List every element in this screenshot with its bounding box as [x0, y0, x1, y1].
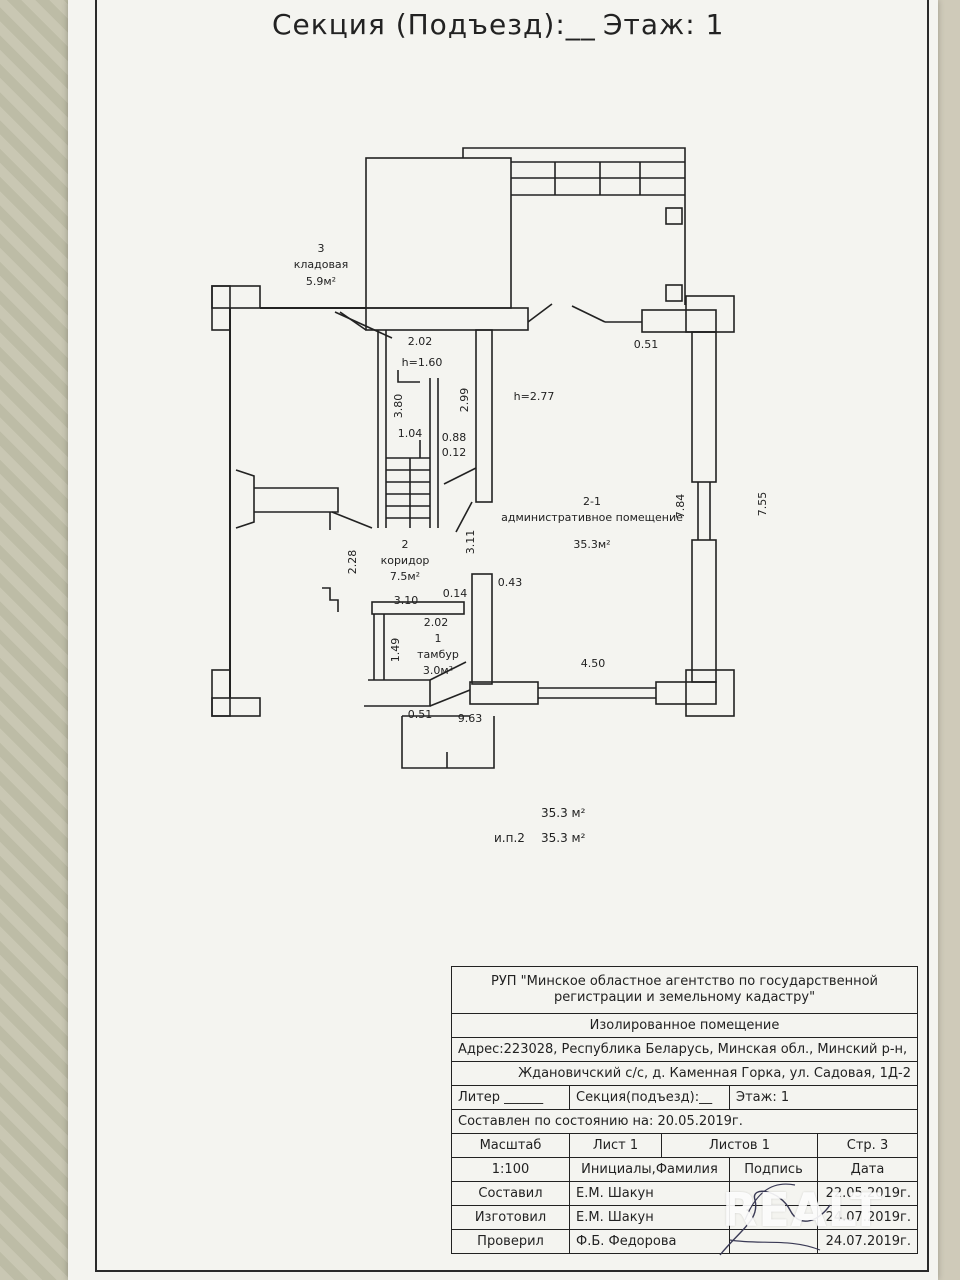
porch-outline-right	[462, 147, 686, 305]
dim-label: 0.43	[498, 576, 523, 589]
sheets-value: 1	[761, 1138, 770, 1153]
dim-label: 2.99	[458, 388, 471, 413]
dim-label: 2.02	[408, 335, 433, 348]
realt-watermark: REALT	[722, 1183, 883, 1237]
state-date: Составлен по состоянию на: 20.05.2019г.	[451, 1109, 918, 1134]
object-type: Изолированное помещение	[451, 1013, 918, 1038]
date-produced: 24.07.2019г.	[817, 1205, 918, 1230]
room-2-1-area: 35.3м²	[573, 538, 610, 551]
dim-label: 3.10	[394, 594, 419, 607]
dim-label: 9.63	[458, 712, 483, 725]
dim-label: 0.51	[408, 708, 433, 721]
role-compiled: Составил	[451, 1181, 570, 1206]
dim-label: 1.49	[389, 638, 402, 663]
drawing-frame	[95, 0, 929, 1272]
ip-label: и.п.2	[494, 831, 525, 845]
room-2-1-number: 2-1	[583, 495, 601, 508]
initials-label: Инициалы,Фамилия	[569, 1157, 730, 1182]
dim-label: 1.04	[398, 427, 423, 440]
room-1-number: 1	[435, 632, 442, 645]
floor-header: Этаж: 1	[603, 8, 725, 41]
post-1	[665, 207, 683, 225]
date-compiled: 22.05.2019г.	[817, 1181, 918, 1206]
room-1-name: тамбур	[417, 648, 459, 661]
dim-label: 7.55	[756, 492, 769, 517]
scale-value: 1:100	[451, 1157, 570, 1182]
role-checked: Проверил	[451, 1229, 570, 1254]
signature-scribble	[719, 1183, 831, 1256]
wall-top-center	[365, 307, 529, 331]
room-1-area: 3.0м²	[423, 664, 453, 677]
dim-label: h=1.60	[402, 356, 443, 369]
dim-label: 3.80	[392, 394, 405, 419]
name-produced: Е.М. Шакун	[569, 1205, 730, 1230]
room-2-area: 7.5м²	[390, 570, 420, 583]
title-block: РУП "Минское областное агентство по госу…	[451, 966, 918, 1254]
date-checked: 24.07.2019г.	[817, 1229, 918, 1254]
sheet-label: Лист	[592, 1138, 626, 1153]
sheet-value: 1	[629, 1138, 639, 1153]
dim-label: 0.51	[634, 338, 659, 351]
room-3-name: кладовая	[294, 258, 349, 271]
dim-label: 3.11	[464, 530, 477, 555]
date-label: Дата	[817, 1157, 918, 1182]
organization: РУП "Минское областное агентство по госу…	[451, 966, 918, 1014]
liter-label: Литер ______	[451, 1085, 570, 1110]
dim-label: 0.12	[442, 446, 467, 459]
room-3-number: 3	[318, 242, 325, 255]
total-area: 35.3 м²	[541, 806, 586, 820]
room-3-area: 5.9м²	[306, 275, 336, 288]
page-value: 3	[879, 1138, 889, 1153]
page-label: Стр.	[846, 1138, 876, 1153]
name-checked: Ф.Б. Федорова	[569, 1229, 730, 1254]
dim-label: 4.50	[581, 657, 606, 670]
room-2-number: 2	[402, 538, 409, 551]
wall-top-right	[641, 309, 717, 333]
role-produced: Изготовил	[451, 1205, 570, 1230]
post-2	[665, 284, 683, 302]
porch-outline-left	[365, 157, 512, 309]
dim-label: h=2.77	[514, 390, 555, 403]
ip-area: 35.3 м²	[541, 831, 586, 845]
dim-label: 7.84	[674, 494, 687, 519]
address-line-2: Ждановичский с/с, д. Каменная Горка, ул.…	[451, 1061, 918, 1086]
sheets-label: Листов	[709, 1138, 758, 1153]
scale-label: Масштаб	[451, 1133, 570, 1158]
dim-label: 2.02	[424, 616, 449, 629]
room-2-name: коридор	[381, 554, 430, 567]
section-label: Секция(подъезд):__	[569, 1085, 730, 1110]
dim-label: 0.14	[443, 587, 468, 600]
address-line-1: Адрес:223028, Республика Беларусь, Минск…	[451, 1037, 918, 1062]
dim-label: 0.88	[442, 431, 467, 444]
room-2-1-name: административное помещение	[501, 511, 683, 524]
floor-label: Этаж: 1	[729, 1085, 918, 1110]
dim-label: 2.28	[346, 550, 359, 575]
section-header: Секция (Подъезд):__	[272, 8, 596, 41]
